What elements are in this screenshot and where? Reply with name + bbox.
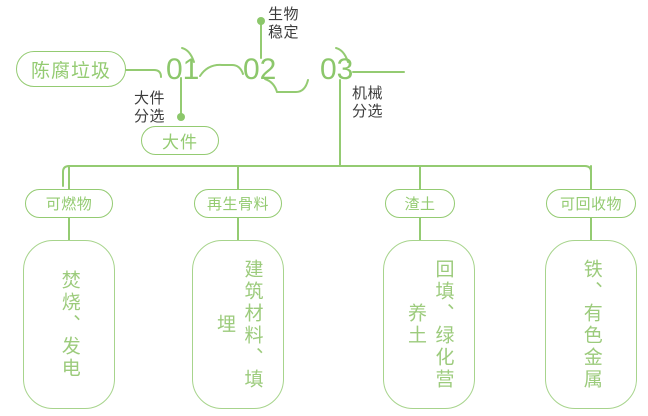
branch-pill-label: 渣土 — [404, 196, 436, 213]
outcome-box-text: 焚烧、发电 — [58, 269, 80, 380]
source-node-label: 陈腐垃圾 — [30, 60, 111, 82]
branch-pill-recycled-aggregate[interactable]: 再生骨料 — [194, 189, 282, 218]
outcome-box-text: 建筑材料、填埋 — [214, 258, 263, 391]
stage-number-02: 02 — [243, 53, 277, 86]
branch-pill-recyclables[interactable]: 可回收物 — [546, 189, 636, 218]
distribution-bar — [62, 165, 592, 187]
stage02-process-label: 生物 稳定 — [268, 6, 300, 41]
branch-pill-slag-soil[interactable]: 渣土 — [385, 189, 455, 218]
stage02-arc-bottom — [264, 78, 278, 93]
bulky-terminal-dot — [177, 113, 185, 121]
branch-pill-label: 可燃物 — [45, 196, 93, 213]
branch-pill-label: 再生骨料 — [206, 196, 269, 213]
source-node-stale-waste[interactable]: 陈腐垃圾 — [16, 51, 126, 87]
stage03-arc-top — [335, 47, 349, 63]
outcome-box-slag-soil[interactable]: 回填、绿化营养土 — [383, 240, 475, 409]
stage01-process-label: 大件 分选 — [134, 90, 166, 125]
link-stage01-to-stage02 — [199, 63, 233, 77]
branch-pill-combustible[interactable]: 可燃物 — [25, 189, 113, 218]
output-node-bulky[interactable]: 大件 — [141, 126, 219, 155]
stage-number-01: 01 — [166, 53, 200, 86]
link-source-to-stage01 — [125, 69, 162, 78]
outcome-box-recyclables[interactable]: 铁、有色金属 — [545, 240, 637, 409]
link-stage02-to-stage03 — [276, 79, 309, 93]
outcome-box-combustible[interactable]: 焚烧、发电 — [23, 240, 115, 409]
branch-pill-label: 可回收物 — [559, 196, 622, 213]
link-stage02-entry — [231, 64, 244, 75]
outcome-box-recycled-aggregate[interactable]: 建筑材料、填埋 — [192, 240, 284, 409]
stage-number-03: 03 — [320, 53, 354, 86]
stage01-arc-top — [181, 47, 195, 63]
outcome-box-text: 回填、绿化营养土 — [405, 258, 454, 391]
output-node-bulky-label: 大件 — [162, 133, 198, 152]
bio-terminal-dot — [257, 17, 265, 25]
outcome-box-text: 铁、有色金属 — [580, 258, 602, 391]
stage03-process-label: 机械 分选 — [352, 85, 384, 120]
